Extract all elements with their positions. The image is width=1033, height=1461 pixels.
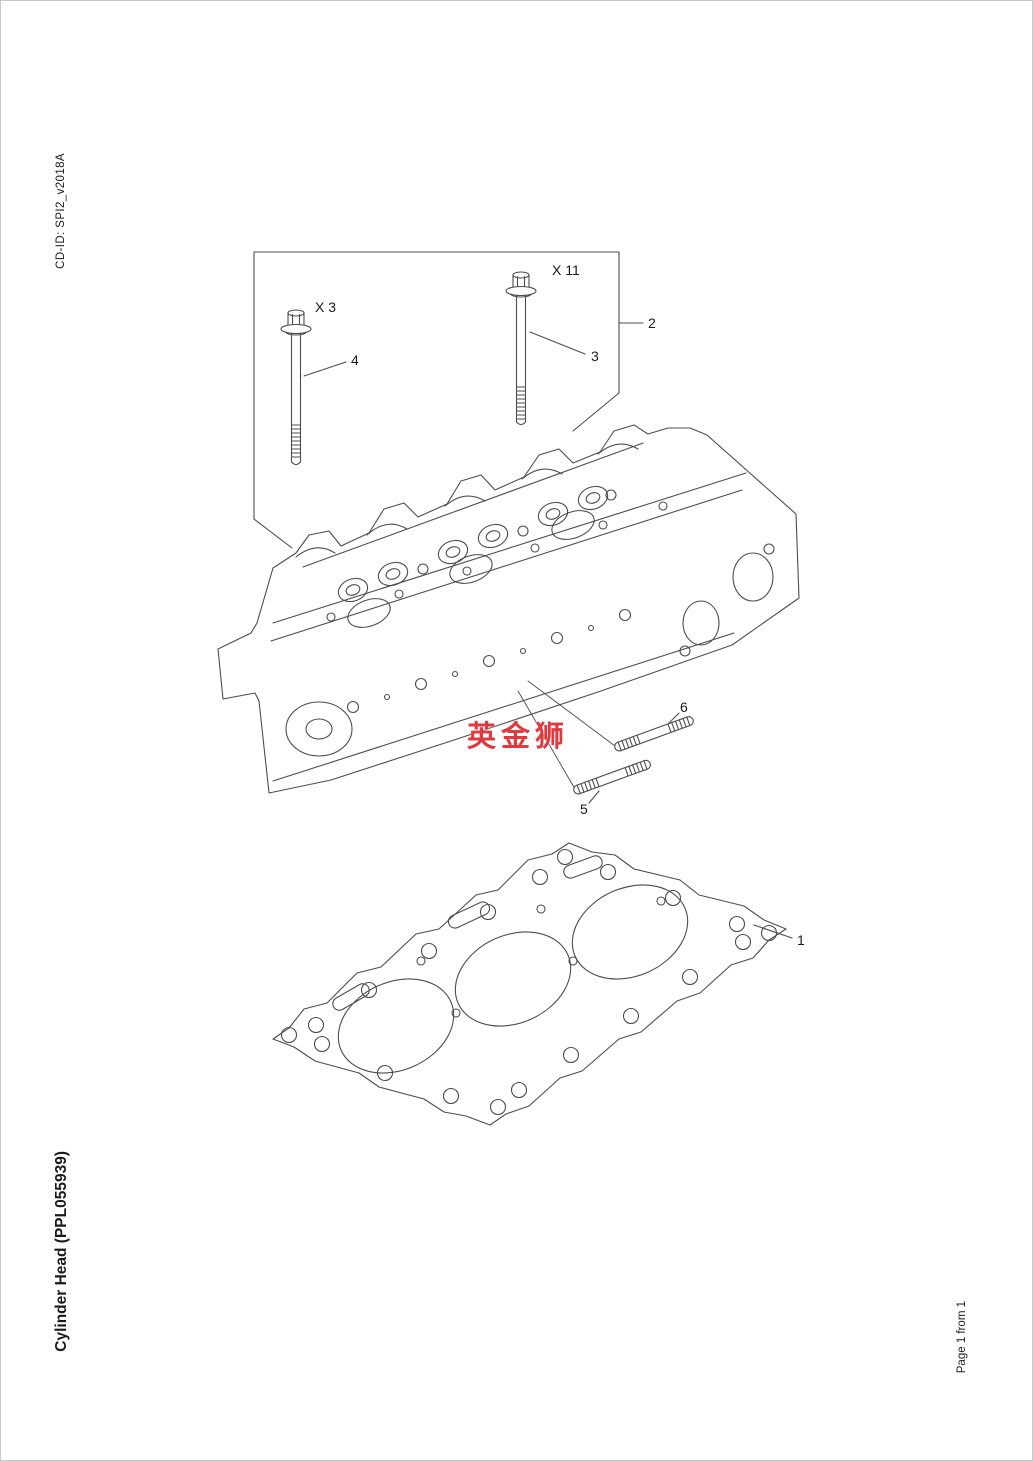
stud-leader-lines (517, 680, 616, 790)
callout-6: 6 (680, 699, 688, 715)
callout-5: 5 (580, 801, 588, 817)
callout-1-leader (753, 924, 793, 939)
head-bolt-drawing (505, 271, 586, 426)
callout-4-leader (303, 361, 347, 377)
callout-3: 3 (591, 348, 599, 364)
stud-rear-drawing (614, 716, 694, 752)
head-gasket-drawing (272, 842, 793, 1126)
cylinder-head-drawing (217, 424, 800, 794)
callout-2: 2 (648, 315, 656, 331)
watermark-text: 英金狮 (467, 721, 570, 753)
quantity-head-bolt: X 11 (552, 262, 580, 278)
callout-3-leader (529, 331, 586, 355)
callout-6-leader (668, 712, 680, 724)
stud-front-drawing (573, 759, 651, 795)
callout-1: 1 (797, 932, 805, 948)
callout-5-leader (588, 790, 600, 804)
bolt-group-box (253, 251, 644, 549)
callout-4: 4 (351, 352, 359, 368)
flange-bolt-drawing (280, 309, 347, 466)
quantity-flange-bolt: X 3 (315, 299, 336, 315)
